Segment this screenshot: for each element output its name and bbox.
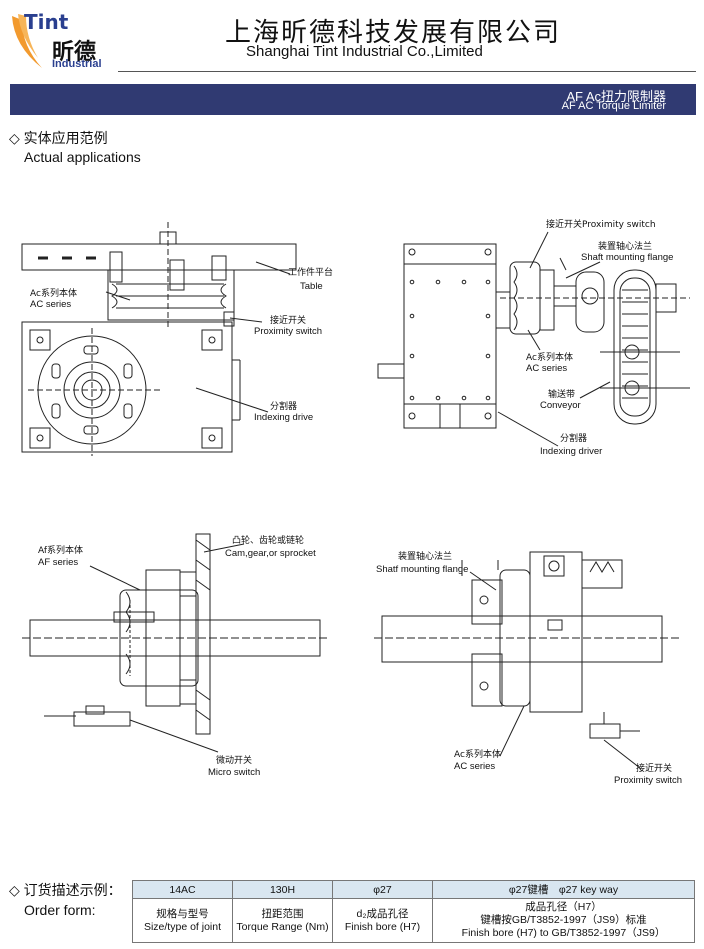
order-desc-bore-cn: d₂成品孔径 <box>356 907 409 920</box>
fig1-idx-label-cn: 分割器 <box>270 402 298 412</box>
figure-af-series <box>22 533 330 753</box>
order-desc-torque-cn: 扭距范围 <box>261 907 304 920</box>
fig1-idx-label-en: Indexing drive <box>254 412 314 423</box>
fig3-af-label-en: AF series <box>38 557 79 568</box>
fig1-ac-label-cn: Ac系列本体 <box>30 289 77 299</box>
fig2-conveyor-label-cn: 输送带 <box>548 390 576 400</box>
fig1-table-label-en: Table <box>300 281 323 292</box>
fig4-ac-label-cn: Ac系列本体 <box>454 750 501 760</box>
company-name-en: Shanghai Tint Industrial Co.,Limited <box>246 43 483 60</box>
fig4-prox-label-en: Proximity switch <box>614 775 683 786</box>
fig3-micro-label-cn: 微动开关 <box>216 756 253 766</box>
banner-title-en: AF AC Torque Limiter <box>561 100 666 112</box>
logo-tint-text: Tint <box>24 10 69 34</box>
logo-cn-text: 昕德 <box>52 40 97 65</box>
order-desc-keyway-en: Finish bore (H7) to GB/T3852-1997（JS9） <box>461 927 666 939</box>
order-value-torque: 130H <box>232 880 333 899</box>
fig1-table-label-cn: 工作件平台 <box>288 268 334 278</box>
order-desc-row: 规格与型号 Size/type of joint 扭距范围 Torque Ran… <box>132 898 695 943</box>
order-table: 14AC 130H φ27 φ27键槽 φ27 key way 规格与型号 Si… <box>132 880 695 943</box>
fig2-ac-label-en: AC series <box>526 363 568 374</box>
fig3-cam-label-cn: 凸轮、齿轮或链轮 <box>232 536 305 546</box>
order-desc-torque-en: Torque Range (Nm) <box>236 920 329 933</box>
fig3-micro-label-en: Micro switch <box>208 767 261 778</box>
order-desc-keyway: 成品孔径（H7） 键槽按GB/T3852-1997（JS9）标准 Finish … <box>432 898 695 943</box>
fig4-flange-label-en: Shatf mounting flange <box>376 564 469 575</box>
order-desc-bore-en: Finish bore (H7) <box>344 920 421 933</box>
order-value-size: 14AC <box>132 880 233 899</box>
order-value-bore: φ27 <box>332 880 433 899</box>
fig4-ac-label-en: AC series <box>454 761 496 772</box>
title-banner: AF Ac扭力限制器 AF AC Torque Limiter <box>10 84 696 115</box>
fig4-flange-label-cn: 装置轴心法兰 <box>398 552 453 562</box>
order-desc-size-cn: 规格与型号 <box>156 907 209 920</box>
fig3-cam-label-en: Cam,gear,or sprocket <box>225 548 316 559</box>
logo-industrial-text: Industrial <box>52 58 102 70</box>
fig3-af-label-cn: Af系列本体 <box>38 546 84 556</box>
logo-swoosh-icon <box>12 14 42 68</box>
order-desc-keyway-cn2: 键槽按GB/T3852-1997（JS9）标准 <box>480 914 647 926</box>
fig1-prox-label-en: Proximity switch <box>254 326 323 337</box>
fig2-idx-label-cn: 分割器 <box>560 434 588 444</box>
company-name-cn: 上海昕德科技发展有限公司 <box>225 18 562 48</box>
order-subtitle: Order form: <box>24 902 96 918</box>
fig4-prox-label-cn: 接近开关 <box>636 764 673 774</box>
order-desc-size: 规格与型号 Size/type of joint <box>132 898 233 943</box>
order-desc-size-en: Size/type of joint <box>143 920 222 933</box>
fig2-ac-label-cn: Ac系列本体 <box>526 353 573 363</box>
fig2-conveyor-label-en: Conveyor <box>540 400 581 411</box>
fig2-prox-label: 接近开关Proximity switch <box>546 220 656 230</box>
company-logo: Tint 昕德 Industrial <box>8 6 118 72</box>
applications-title: ◇ 实体应用范例 <box>9 130 108 146</box>
header-divider <box>118 71 696 72</box>
fig1-ac-label-en: AC series <box>30 299 72 310</box>
order-desc-bore: d₂成品孔径 Finish bore (H7) <box>332 898 433 943</box>
figure-conveyor <box>377 231 690 447</box>
fig2-flange-label-en: Shaft mounting flange <box>581 252 674 263</box>
fig2-idx-label-en: Indexing driver <box>540 446 603 457</box>
order-desc-torque: 扭距范围 Torque Range (Nm) <box>232 898 333 943</box>
fig2-flange-label-cn: 装置轴心法兰 <box>598 242 653 252</box>
order-title: ◇ 订货描述示例： <box>9 882 122 898</box>
order-value-row: 14AC 130H φ27 φ27键槽 φ27 key way <box>132 880 695 899</box>
fig1-prox-label-cn: 接近开关 <box>270 316 307 326</box>
order-desc-keyway-cn1: 成品孔径（H7） <box>525 901 602 913</box>
applications-subtitle: Actual applications <box>24 149 141 165</box>
order-value-keyway: φ27键槽 φ27 key way <box>432 880 695 899</box>
banner-title-cn: AF Ac扭力限制器 <box>566 89 666 104</box>
figure-indexing-drive <box>21 222 297 456</box>
figure-ac-flange <box>374 551 682 769</box>
